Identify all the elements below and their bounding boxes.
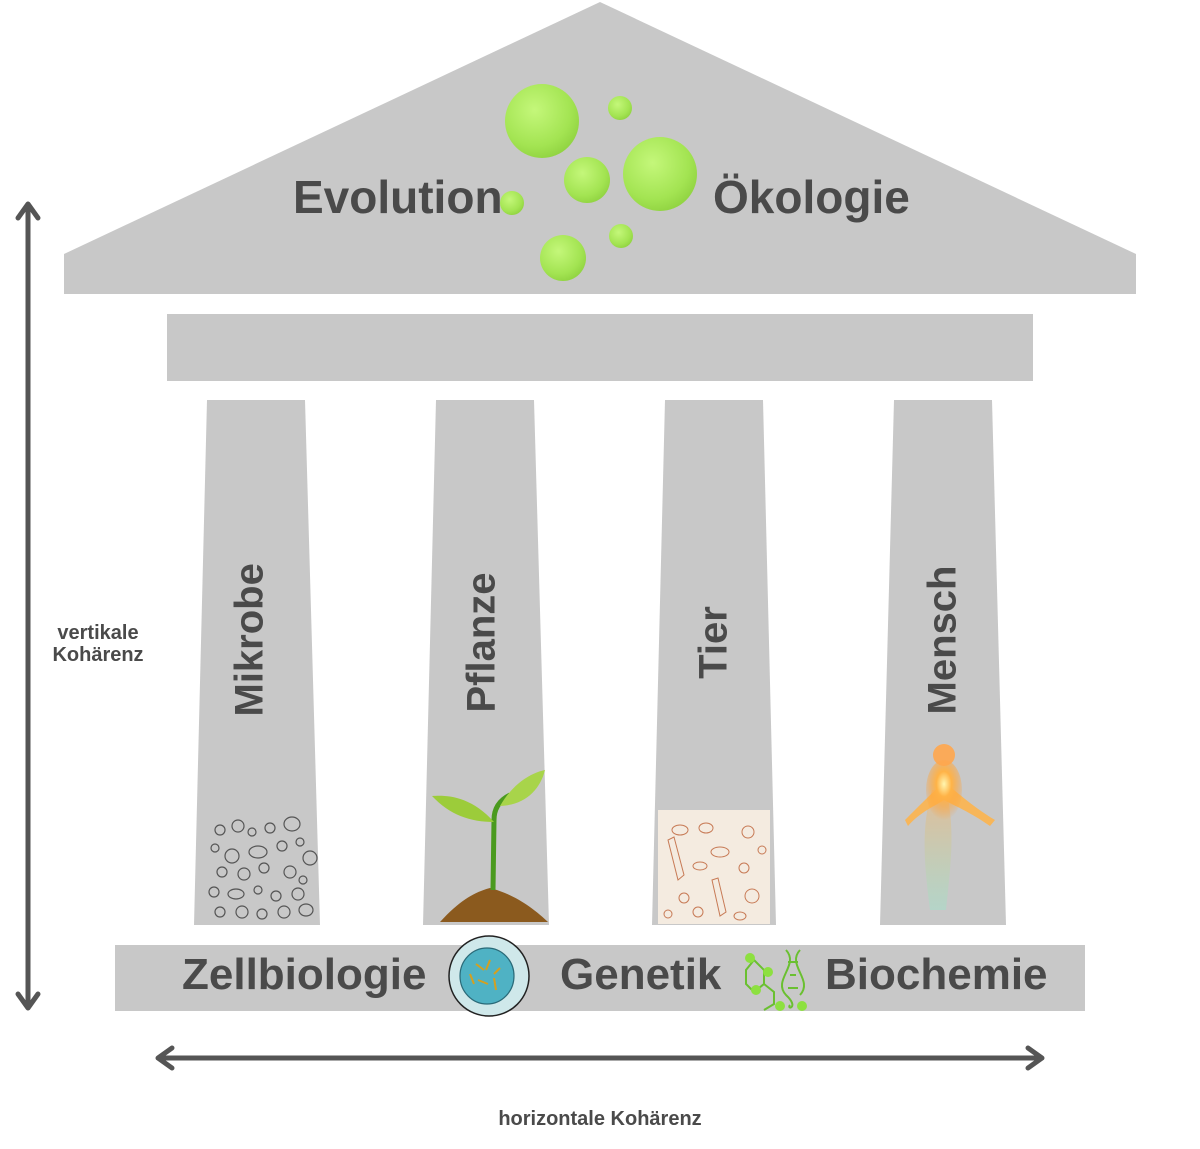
green-bubbles-icon bbox=[500, 84, 697, 281]
foundation bbox=[115, 945, 1085, 1011]
foundation-label-zellbiologie: Zellbiologie bbox=[182, 950, 427, 999]
roof-label-evolution: Evolution bbox=[293, 171, 503, 223]
vertical-coherence-arrow bbox=[15, 201, 41, 1011]
vertical-coherence-label: vertikale Kohärenz bbox=[38, 622, 158, 666]
temple-roof bbox=[64, 2, 1136, 294]
vertical-coherence-line1: vertikale bbox=[57, 622, 139, 644]
pillar-label-mensch: Mensch bbox=[920, 565, 965, 715]
sea-animals-pattern-icon bbox=[658, 810, 770, 924]
foundation-label-biochemie: Biochemie bbox=[825, 950, 1048, 999]
horizontal-coherence-label: horizontale Kohärenz bbox=[498, 1108, 702, 1130]
roof-label-oekologie: Ökologie bbox=[713, 171, 910, 223]
architrave bbox=[167, 314, 1033, 381]
foundation-label-genetik: Genetik bbox=[560, 950, 722, 999]
pillar-mikrobe bbox=[194, 400, 320, 925]
pillar-label-pflanze: Pflanze bbox=[459, 572, 504, 713]
horizontal-coherence-arrow bbox=[155, 1045, 1045, 1071]
cell-icon bbox=[448, 935, 530, 1017]
glowing-human-icon bbox=[905, 744, 995, 910]
pillar-label-tier: Tier bbox=[691, 606, 736, 679]
pillar-mensch bbox=[880, 400, 1006, 925]
pillar-label-mikrobe: Mikrobe bbox=[227, 563, 272, 717]
seedling-icon bbox=[432, 770, 548, 922]
dna-molecule-icon bbox=[745, 949, 807, 1011]
pillar-tier bbox=[652, 400, 776, 925]
vertical-coherence-line2: Kohärenz bbox=[52, 644, 144, 666]
microbes-icon bbox=[208, 816, 318, 920]
